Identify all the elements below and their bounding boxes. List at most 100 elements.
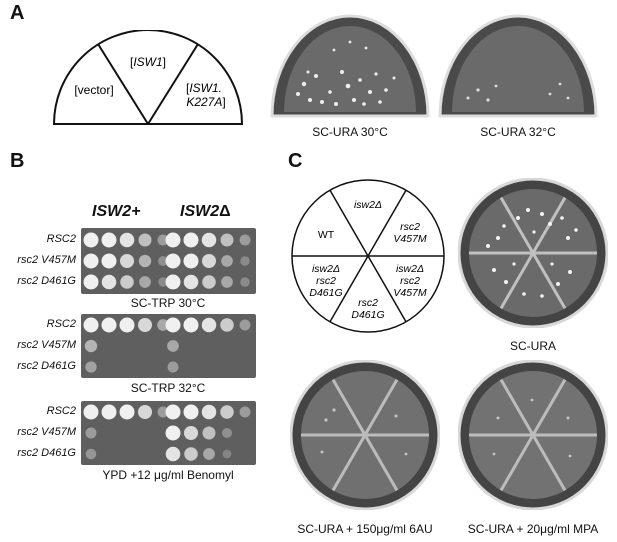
condition-caption-1: SC-TRP 30°C — [130, 296, 206, 310]
yeast-spot — [165, 404, 181, 420]
plate-caption-sc-ura: SC-URA — [509, 339, 557, 353]
yeast-spot — [201, 253, 217, 269]
yeast-spot — [165, 446, 181, 462]
sector-label-rsc2-v457m-b: V457M — [393, 233, 427, 245]
yeast-spot — [119, 232, 135, 248]
panel-a-plate-30c — [270, 14, 430, 118]
strain-label: rsc2 D461G — [17, 447, 76, 459]
yeast-spot — [137, 404, 153, 420]
yeast-spot — [240, 277, 250, 287]
yeast-spot — [137, 317, 153, 333]
yeast-spot — [183, 404, 199, 420]
strain-label: RSC2 — [46, 405, 76, 417]
sector-label-rsc2-v457m-a: rsc2 — [400, 221, 420, 233]
yeast-spot — [138, 233, 152, 247]
yeast-spot — [101, 274, 117, 290]
strain-label: rsc2 D461G — [17, 275, 76, 287]
yeast-spot — [138, 254, 152, 268]
plate-mpa — [458, 360, 608, 510]
spot-assay-block-3 — [81, 401, 256, 465]
sector-label-isw2d-v457m-c: V457M — [393, 287, 427, 299]
strain-label: rsc2 V457M — [17, 339, 76, 351]
yeast-spot — [157, 319, 169, 331]
yeast-spot — [120, 275, 134, 289]
yeast-spot — [101, 404, 117, 420]
panel-b-label: B — [10, 150, 25, 172]
yeast-spot — [183, 274, 199, 290]
yeast-spot — [221, 276, 233, 288]
yeast-spot — [157, 255, 169, 267]
yeast-spot — [183, 425, 199, 441]
spot-assay-block-2 — [81, 314, 256, 378]
yeast-spot — [165, 317, 181, 333]
yeast-spot — [220, 233, 234, 247]
yeast-spot — [201, 404, 217, 420]
yeast-spot — [183, 232, 199, 248]
yeast-spot — [239, 234, 251, 246]
yeast-spot — [119, 253, 135, 269]
yeast-spot — [101, 317, 117, 333]
yeast-spot — [83, 317, 99, 333]
sector-label-isw2d-d461g-a: isw2Δ — [312, 263, 340, 275]
condition-caption-2: SC-TRP 32°C — [130, 381, 206, 395]
yeast-spot — [119, 404, 135, 420]
yeast-spot — [239, 406, 251, 418]
plate-caption-30c: SC-URA 30°C — [312, 125, 388, 139]
yeast-spot — [165, 274, 181, 290]
sector-isw1-label: [ISW1] — [130, 55, 166, 69]
colonies-mpa — [492, 398, 572, 458]
strain-label: rsc2 V457M — [17, 426, 76, 438]
colonies-30c — [296, 40, 396, 106]
yeast-spot — [157, 406, 169, 418]
yeast-spot — [221, 255, 233, 267]
yeast-spot — [201, 317, 217, 333]
plate-caption-mpa: SC-URA + 20μg/ml MPA — [467, 522, 599, 536]
yeast-spot — [83, 404, 99, 420]
panel-a-plate-32c — [438, 14, 598, 118]
spot-assay-block-1 — [81, 228, 256, 294]
yeast-spot — [157, 234, 169, 246]
yeast-spot — [220, 405, 234, 419]
yeast-spot — [165, 232, 181, 248]
yeast-spot — [139, 276, 151, 288]
yeast-spot — [183, 253, 199, 269]
strain-label: RSC2 — [46, 233, 76, 245]
yeast-spot — [158, 277, 168, 287]
colonies-6au — [320, 408, 408, 456]
plate-sc-ura — [458, 178, 608, 328]
yeast-spot — [85, 448, 97, 460]
spot-grid-1 — [83, 232, 251, 290]
plate-caption-32c: SC-URA 32°C — [480, 125, 556, 139]
yeast-spot — [165, 425, 181, 441]
yeast-spot — [201, 232, 217, 248]
sector-label-isw2d: isw2Δ — [354, 199, 382, 211]
panel-c-label: C — [288, 150, 303, 172]
yeast-spot — [85, 427, 97, 439]
yeast-spot — [222, 449, 232, 459]
yeast-spot — [203, 448, 215, 460]
strain-label: rsc2 D461G — [17, 360, 76, 372]
yeast-spot — [101, 253, 117, 269]
yeast-spot — [239, 319, 251, 331]
sector-label-rsc2-d461g-b: D461G — [351, 309, 384, 321]
yeast-spot — [101, 232, 117, 248]
sector-label-wt: WT — [318, 229, 335, 241]
yeast-spot — [83, 274, 99, 290]
strain-label: rsc2 V457M — [17, 254, 76, 266]
plate-caption-6au: SC-URA + 150μg/ml 6AU — [297, 522, 433, 536]
yeast-spot — [220, 318, 234, 332]
header-isw2-delta: ISW2Δ — [180, 203, 231, 220]
sector-label-isw2d-d461g-c: D461G — [309, 287, 342, 299]
colonies-32c — [466, 82, 570, 102]
yeast-spot — [183, 317, 199, 333]
sector-isw1-k227a-label: [ISW1. — [186, 81, 222, 95]
header-isw2-plus: ISW2+ — [92, 203, 141, 220]
spot-grid-2 — [83, 317, 251, 373]
yeast-spot — [167, 340, 179, 352]
yeast-spot — [240, 256, 250, 266]
yeast-spot — [84, 339, 98, 353]
yeast-spot — [202, 426, 216, 440]
sector-label-isw2d-d461g-b: rsc2 — [316, 275, 336, 287]
yeast-spot — [85, 361, 97, 373]
sector-label-rsc2-d461g-a: rsc2 — [358, 297, 378, 309]
